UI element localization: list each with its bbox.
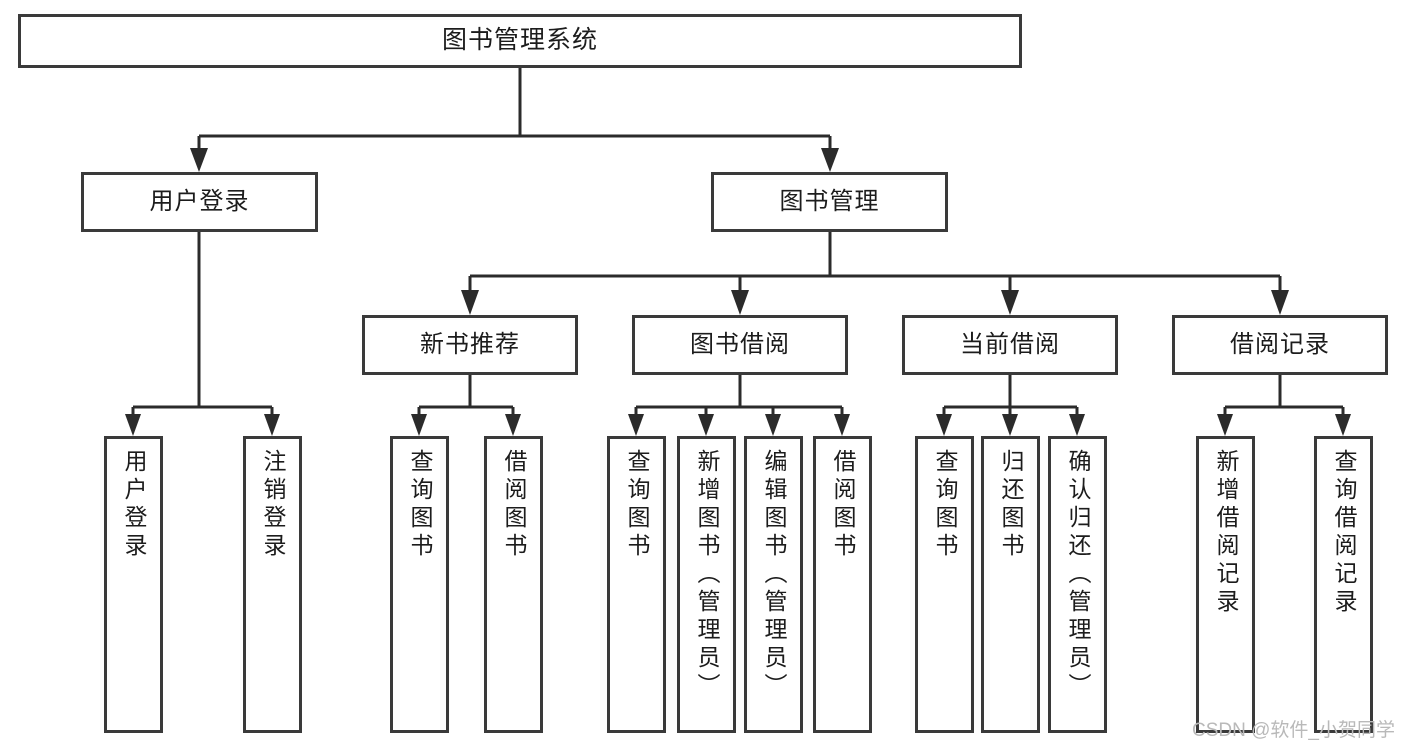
node-leaf-query-book-3[interactable]: 查询图书	[915, 436, 974, 733]
node-leaf-confirm-return-label: 确认归还（管理员）	[1065, 449, 1091, 701]
node-book-manage-label: 图书管理	[779, 187, 880, 215]
node-leaf-borrow-book-1[interactable]: 借阅图书	[484, 436, 543, 733]
arrow-to-leaf-user-logout	[264, 414, 280, 436]
node-leaf-user-logout-label: 注销登录	[260, 449, 286, 561]
node-borrow-record-label: 借阅记录	[1230, 330, 1330, 358]
arrow-to-leaf-return-book	[1002, 414, 1018, 436]
node-leaf-borrow-book-2[interactable]: 借阅图书	[813, 436, 872, 733]
node-user-login[interactable]: 用户登录	[81, 172, 318, 232]
arrow-to-leaf-query-record	[1335, 414, 1351, 436]
node-leaf-user-login-label: 用户登录	[121, 449, 147, 561]
node-root[interactable]: 图书管理系统	[18, 14, 1022, 68]
node-new-book-rec-label: 新书推荐	[420, 330, 520, 358]
node-leaf-edit-book-label: 编辑图书（管理员）	[761, 449, 787, 701]
arrow-to-user-login	[190, 148, 208, 172]
arrow-to-leaf-add-book	[698, 414, 714, 436]
arrow-to-leaf-confirm-return	[1069, 414, 1085, 436]
arrow-to-leaf-query-book-2	[628, 414, 644, 436]
arrow-to-book-manage	[821, 148, 839, 172]
node-leaf-borrow-book-2-label: 借阅图书	[830, 449, 856, 561]
node-leaf-return-book-label: 归还图书	[998, 449, 1024, 561]
node-leaf-query-book-2[interactable]: 查询图书	[607, 436, 666, 733]
arrow-to-leaf-user-login	[125, 414, 141, 436]
node-leaf-query-book-2-label: 查询图书	[624, 449, 650, 561]
arrow-to-leaf-borrow-book-1	[505, 414, 521, 436]
node-leaf-confirm-return[interactable]: 确认归还（管理员）	[1048, 436, 1107, 733]
arrow-to-leaf-edit-book	[765, 414, 781, 436]
node-borrow-record[interactable]: 借阅记录	[1172, 315, 1388, 375]
node-leaf-query-book-1-label: 查询图书	[407, 449, 433, 561]
node-leaf-query-record-label: 查询借阅记录	[1331, 449, 1357, 617]
node-book-borrow-label: 图书借阅	[690, 330, 790, 358]
node-leaf-add-record-label: 新增借阅记录	[1213, 449, 1239, 617]
arrow-to-leaf-query-book-3	[936, 414, 952, 436]
node-book-manage[interactable]: 图书管理	[711, 172, 948, 232]
node-leaf-user-login[interactable]: 用户登录	[104, 436, 163, 733]
arrow-to-leaf-borrow-book-2	[834, 414, 850, 436]
node-current-borrow[interactable]: 当前借阅	[902, 315, 1118, 375]
node-leaf-query-record[interactable]: 查询借阅记录	[1314, 436, 1373, 733]
node-leaf-query-book-3-label: 查询图书	[932, 449, 958, 561]
node-book-borrow[interactable]: 图书借阅	[632, 315, 848, 375]
node-leaf-add-book[interactable]: 新增图书（管理员）	[677, 436, 736, 733]
node-leaf-return-book[interactable]: 归还图书	[981, 436, 1040, 733]
node-root-label: 图书管理系统	[441, 26, 598, 55]
node-new-book-rec[interactable]: 新书推荐	[362, 315, 578, 375]
arrow-to-book-borrow	[731, 290, 749, 315]
arrow-to-current-borrow	[1001, 290, 1019, 315]
node-leaf-add-book-label: 新增图书（管理员）	[694, 449, 720, 701]
node-user-login-label: 用户登录	[149, 187, 250, 215]
node-leaf-edit-book[interactable]: 编辑图书（管理员）	[744, 436, 803, 733]
node-leaf-borrow-book-1-label: 借阅图书	[501, 449, 527, 561]
arrow-to-leaf-query-book-1	[411, 414, 427, 436]
arrow-to-new-book-rec	[461, 290, 479, 315]
node-leaf-user-logout[interactable]: 注销登录	[243, 436, 302, 733]
arrow-to-leaf-add-record	[1217, 414, 1233, 436]
node-leaf-add-record[interactable]: 新增借阅记录	[1196, 436, 1255, 733]
node-leaf-query-book-1[interactable]: 查询图书	[390, 436, 449, 733]
node-current-borrow-label: 当前借阅	[960, 330, 1060, 358]
arrow-to-borrow-record	[1271, 290, 1289, 315]
